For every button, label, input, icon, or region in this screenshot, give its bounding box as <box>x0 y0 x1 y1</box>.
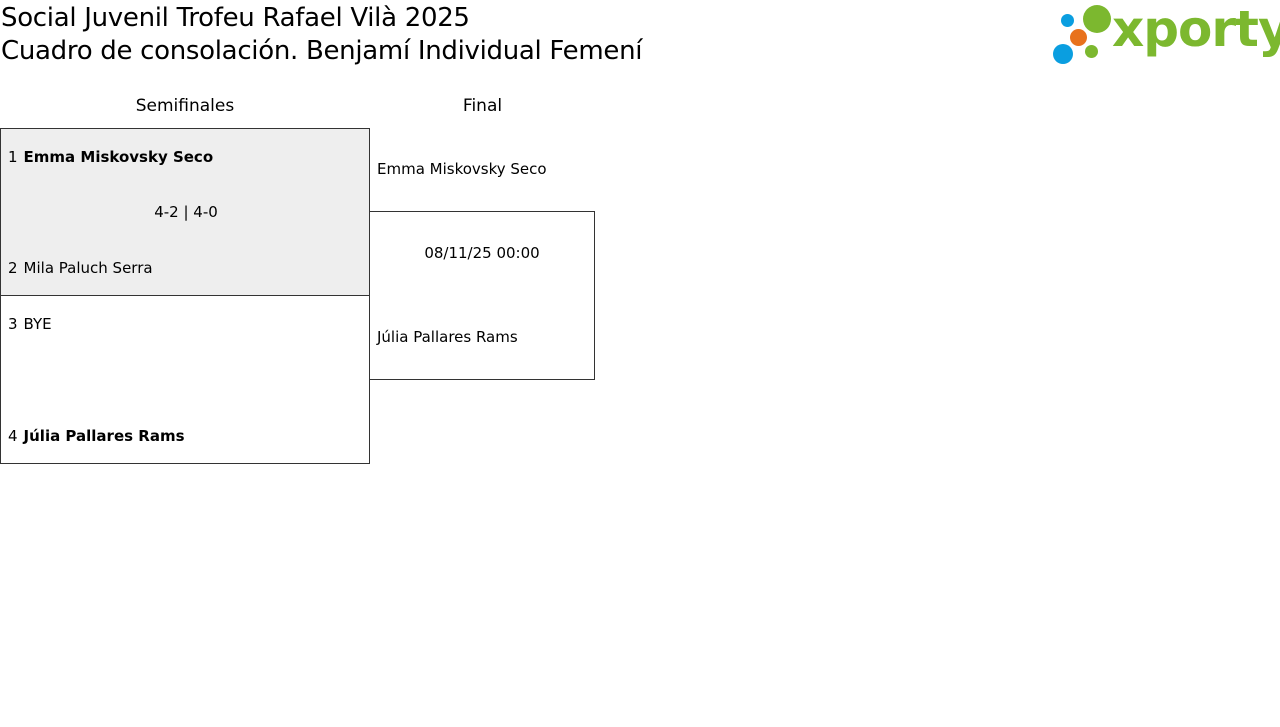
logo-dot-orange <box>1070 29 1087 46</box>
player-name: Júlia Pallares Rams <box>23 427 185 445</box>
draw-subtitle: Cuadro de consolación. Benjamí Individua… <box>1 36 643 66</box>
logo-dot-green-large <box>1083 5 1111 33</box>
match-score: 4-2 | 4-0 <box>154 203 218 221</box>
final-player-top: Emma Miskovsky Seco <box>377 160 547 178</box>
seed-number: 1 <box>8 148 18 166</box>
player-name: Emma Miskovsky Seco <box>23 148 214 166</box>
page-title: Social Juvenil Trofeu Rafael Vilà 2025 C… <box>1 2 642 68</box>
match-slot-bottom: 2 Mila Paluch Serra <box>8 259 153 277</box>
logo-dot-blue-bottom <box>1053 44 1073 64</box>
match-slot-bottom: 4 Júlia Pallares Rams <box>8 427 185 445</box>
match-date: 08/11/25 00:00 <box>424 244 540 262</box>
match-slot-top: 3 BYE <box>8 315 52 333</box>
semifinal-match-2[interactable]: 3 BYE 4 Júlia Pallares Rams <box>0 295 370 464</box>
match-slot-top: 1 Emma Miskovsky Seco <box>8 148 213 166</box>
round-header-final: Final <box>462 96 503 116</box>
logo-dot-blue-top <box>1061 14 1074 27</box>
seed-number: 3 <box>8 315 18 333</box>
logo-wordmark: xporty <box>1112 0 1280 58</box>
xporty-logo[interactable]: xporty <box>1050 0 1280 66</box>
logo-dot-green-small <box>1085 45 1098 58</box>
final-match[interactable]: 08/11/25 00:00 Júlia Pallares Rams <box>369 211 595 380</box>
tournament-title: Social Juvenil Trofeu Rafael Vilà 2025 <box>1 3 470 33</box>
semifinal-match-1[interactable]: 1 Emma Miskovsky Seco 4-2 | 4-0 2 Mila Pal… <box>0 128 370 296</box>
final-player-bottom: Júlia Pallares Rams <box>377 328 518 346</box>
seed-number: 4 <box>8 427 18 445</box>
round-header-semifinals: Semifinales <box>135 96 235 116</box>
player-name: Mila Paluch Serra <box>23 259 153 277</box>
player-name: BYE <box>23 315 52 333</box>
seed-number: 2 <box>8 259 18 277</box>
